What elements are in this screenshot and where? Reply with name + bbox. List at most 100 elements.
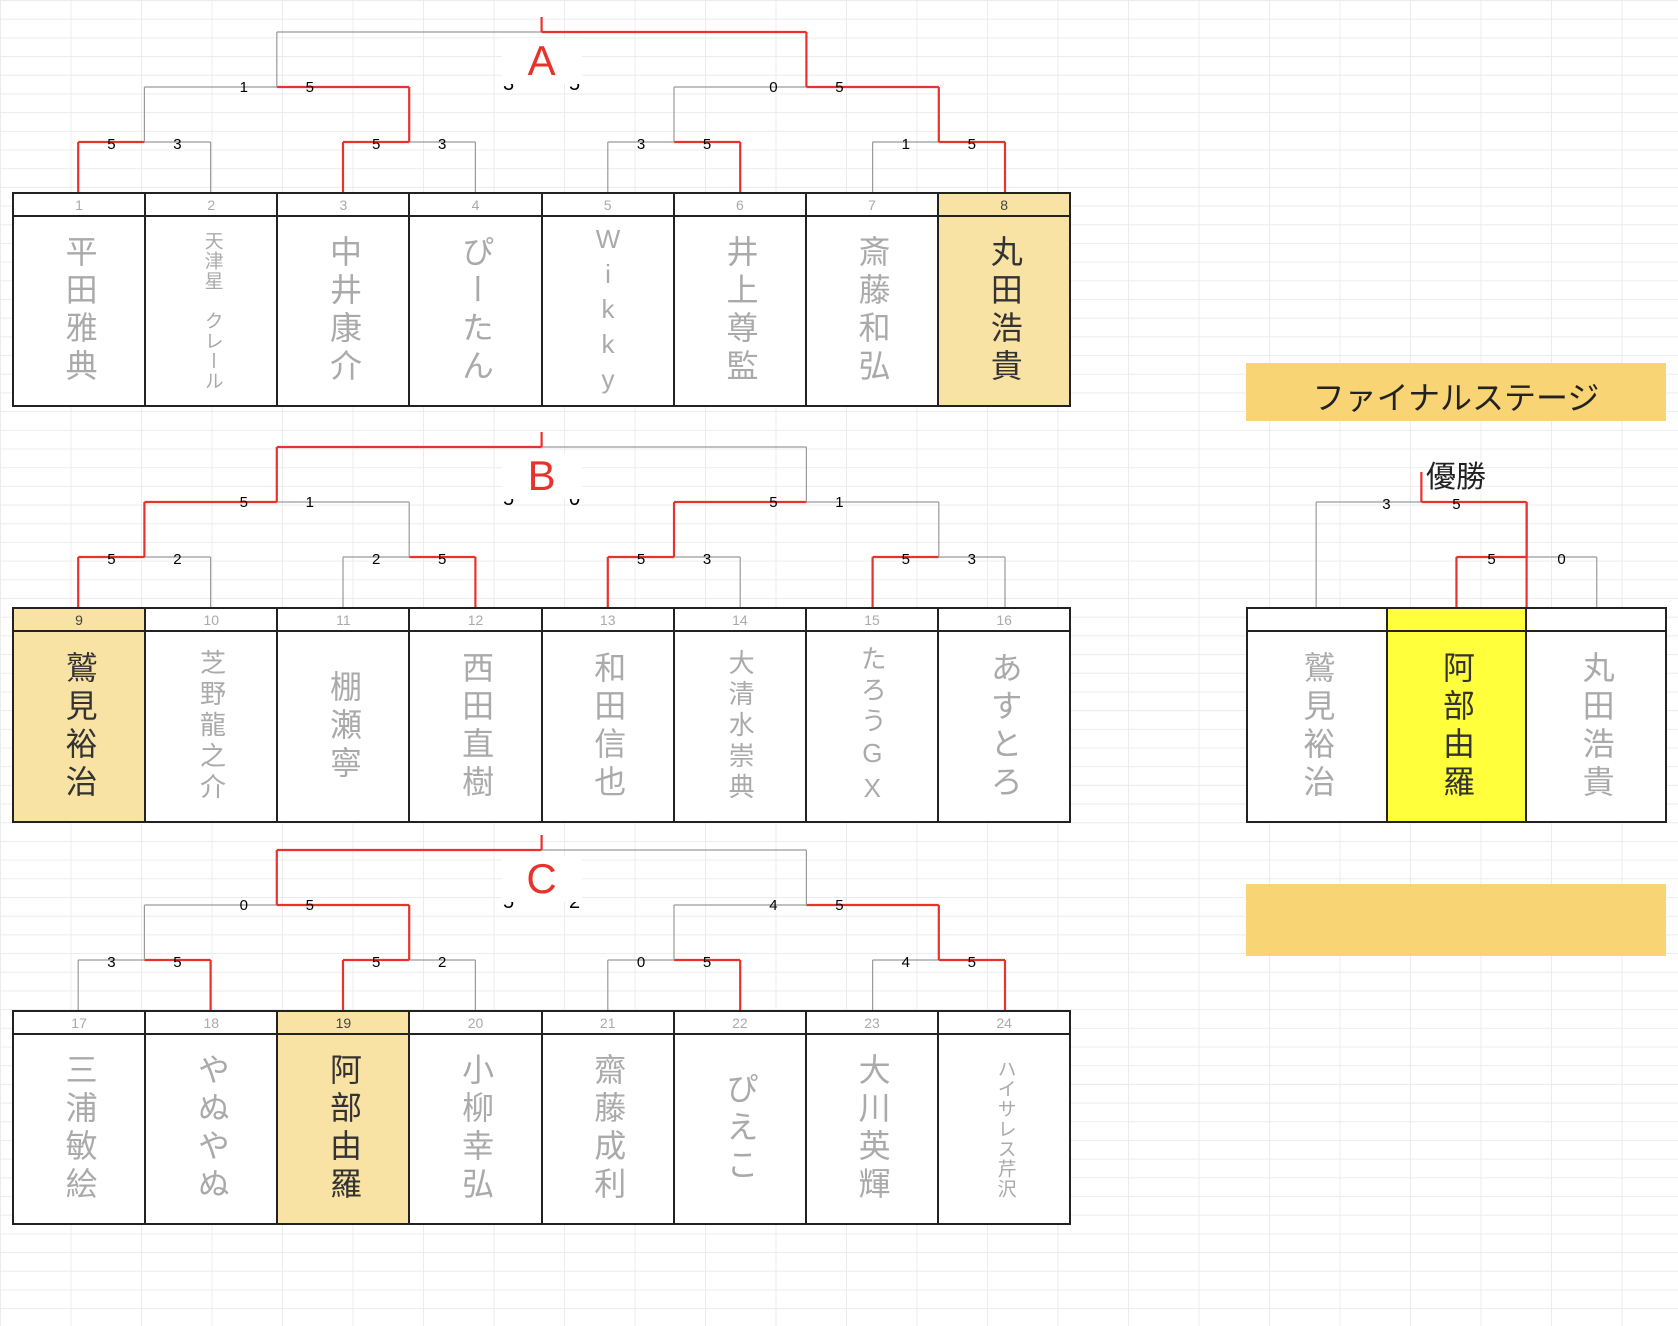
score: 5 [372, 136, 381, 153]
player-name-row: 平田雅典 天津星 クレール 中井康介 ぴーたん Wikky 井上尊監 斎藤和弘 丸田浩貴 [12, 217, 1072, 407]
seed-number: 22 [675, 1012, 807, 1033]
score: 5 [305, 897, 314, 914]
score: 3 [702, 551, 712, 568]
score: 5 [503, 488, 515, 510]
score: 2 [173, 551, 182, 568]
seed-number: 10 [146, 609, 279, 630]
score: 1 [901, 136, 910, 153]
score: 3 [1382, 496, 1391, 513]
seed-number: 3 [278, 194, 411, 215]
champion-label: 優勝 [1426, 461, 1486, 494]
score: 5 [702, 136, 712, 153]
player-cell: 芝野龍之介 [146, 632, 279, 821]
player-name: 三浦敏絵 [61, 1053, 98, 1205]
score: 0 [239, 897, 248, 914]
player-cell: 天津星 クレール [146, 217, 279, 405]
score: 0 [569, 488, 581, 510]
final-player-name: 丸田浩貴 [1578, 650, 1615, 803]
player-name: Wikky [593, 223, 623, 399]
player-name: 鷲見裕治 [61, 650, 98, 803]
player-cell: やぬやぬ [146, 1035, 279, 1223]
player-cell: ハイサレス芹沢 [939, 1035, 1069, 1223]
seed-number: 13 [543, 609, 675, 630]
player-cell: 斎藤和弘 [807, 217, 940, 405]
player-name: 阿部由羅 [325, 1053, 362, 1205]
player-cell: 丸田浩貴 [939, 217, 1070, 405]
player-name-row: 三浦敏絵 やぬやぬ 阿部由羅 小柳幸弘 齋藤成利 ぴえこ 大川英輝 ハイサレス芹沢 [12, 1035, 1072, 1225]
seed-number: 11 [278, 609, 411, 630]
score: 5 [438, 551, 447, 568]
seed-number: 18 [146, 1012, 279, 1033]
score: 4 [769, 897, 778, 914]
player-cell: 中井康介 [278, 217, 411, 405]
player-cell: 平田雅典 [14, 217, 147, 405]
score: 3 [503, 73, 515, 95]
player-cell: Wikky [543, 217, 675, 405]
player-cell: 西田直樹 [410, 632, 543, 821]
seed-number: 14 [675, 609, 807, 630]
score: 2 [438, 954, 447, 971]
score: 5 [107, 551, 116, 568]
player-name: ぴえこ [722, 1072, 759, 1186]
seed-number: 4 [410, 194, 543, 215]
score: 5 [967, 136, 976, 153]
score: 5 [305, 79, 314, 96]
final-header-cell [1248, 609, 1388, 630]
score: 5 [835, 897, 844, 914]
seed-number: 24 [996, 1015, 1012, 1031]
player-cell: たろうGX [807, 632, 940, 821]
score: 2 [372, 551, 381, 568]
final-stage-footer-bar [1246, 884, 1666, 956]
score: 2 [569, 891, 581, 913]
score: 0 [769, 79, 778, 96]
score: 5 [901, 551, 910, 568]
seed-number: 15 [807, 609, 940, 630]
player-name: 和田信也 [590, 650, 627, 803]
player-name: 大川英輝 [854, 1053, 891, 1205]
player-name: 井上尊監 [722, 235, 759, 387]
score: 5 [107, 136, 116, 153]
player-cell: 和田信也 [543, 632, 675, 821]
player-name: 天津星 クレール [201, 231, 223, 391]
player-name: 平田雅典 [61, 235, 98, 387]
score: 5 [569, 73, 581, 95]
player-name: 丸田浩貴 [986, 235, 1023, 387]
seed-number: 16 [996, 612, 1012, 628]
player-name: たろうGX [857, 645, 888, 808]
player-cell: ぴーたん [410, 217, 543, 405]
score: 5 [636, 551, 646, 568]
score: 5 [372, 954, 381, 971]
score: 1 [239, 79, 248, 96]
score: 3 [173, 136, 182, 153]
final-player-name: 鷲見裕治 [1299, 650, 1336, 803]
score: 3 [636, 136, 646, 153]
player-cell: 三浦敏絵 [14, 1035, 147, 1223]
seed-number: 17 [14, 1012, 147, 1033]
player-name: 齋藤成利 [590, 1053, 627, 1205]
score: 3 [438, 136, 447, 153]
group-label: C [501, 856, 582, 902]
seed-number: 20 [410, 1012, 543, 1033]
seed-number: 12 [410, 609, 543, 630]
player-name: 小柳幸弘 [458, 1053, 495, 1205]
seed-number: 23 [807, 1012, 940, 1033]
final-header-cell [1527, 609, 1665, 630]
player-name: 中井康介 [325, 235, 362, 387]
score: 3 [107, 954, 116, 971]
score: 5 [967, 954, 976, 971]
player-name: 棚瀬寧 [325, 669, 362, 784]
group-label: A [501, 38, 582, 84]
score: 0 [1557, 551, 1566, 568]
final-stage-title: ファイナルステージ [1246, 363, 1666, 421]
score: 5 [769, 494, 778, 511]
score: 5 [702, 954, 712, 971]
player-name: ハイサレス芹沢 [994, 1059, 1016, 1199]
score: 4 [901, 954, 910, 971]
score: 5 [239, 494, 248, 511]
player-cell: 大川英輝 [807, 1035, 940, 1223]
score: 1 [305, 494, 314, 511]
player-cell: あすとろ [939, 632, 1069, 821]
